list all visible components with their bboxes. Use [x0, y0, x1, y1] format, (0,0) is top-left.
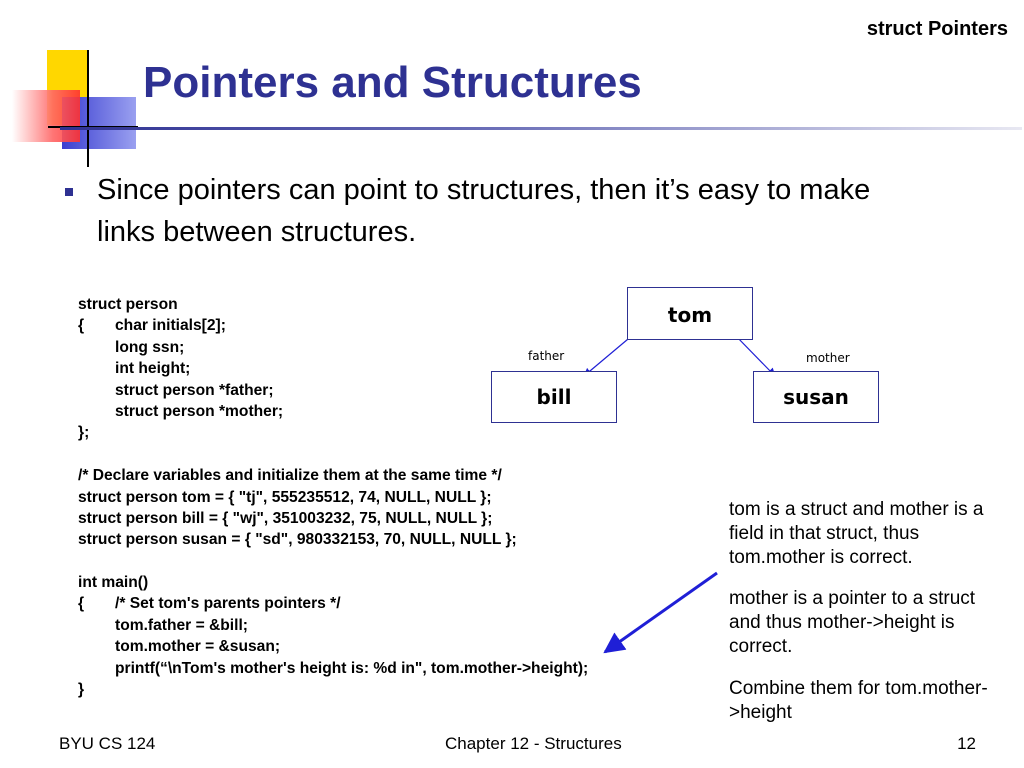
code-text: }: [78, 681, 85, 699]
code-text: int main(): [78, 574, 149, 592]
code-line: struct person *mother;: [78, 401, 738, 422]
code-text: tom.mother = &susan;: [115, 638, 281, 656]
code-line: printf(“\nTom's mother's height is: %d i…: [78, 658, 738, 679]
code-line: };: [78, 422, 738, 443]
code-line: struct person susan = { "sd", 980332153,…: [78, 529, 738, 550]
code-line: [78, 551, 738, 572]
code-line: struct person tom = { "tj", 555235512, 7…: [78, 487, 738, 508]
corner-label: struct Pointers: [866, 18, 1008, 40]
code-text: struct person *mother;: [115, 402, 284, 420]
code-text: struct person: [78, 296, 178, 313]
code-block: struct person { char initials[2]; long ssn;…: [78, 294, 738, 700]
bullet-text: Since pointers can point to structures, …: [97, 174, 871, 248]
footer-chapter: Chapter 12 - Structures: [445, 734, 622, 753]
code-line: /* Declare variables and initialize them…: [78, 465, 738, 486]
code-line: struct person: [78, 294, 738, 315]
mother-arrow: [733, 333, 776, 377]
code-line: { char initials[2];: [78, 315, 738, 336]
code-text: int height;: [115, 360, 191, 378]
code-line: int main(): [78, 572, 738, 593]
code-line: int height;: [78, 358, 738, 379]
code-line: long ssn;: [78, 337, 738, 358]
code-text: char initials[2];: [115, 317, 226, 335]
code-text: tom.father = &bill;: [115, 616, 248, 634]
footer-page-number: 12: [957, 734, 976, 753]
note-mother-height: mother is a pointer to a struct and thus…: [729, 588, 976, 657]
code-text: /* Declare variables and initialize them…: [78, 467, 502, 485]
decorative-squares: [12, 50, 138, 167]
code-text: struct person bill = { "wj", 351003232, …: [78, 509, 493, 527]
code-line: }: [78, 679, 738, 700]
code-line: struct person bill = { "wj", 351003232, …: [78, 508, 738, 529]
footer-course: BYU CS 124: [59, 734, 156, 753]
code-text: struct person tom = { "tj", 555235512, 7…: [78, 488, 492, 506]
code-indent: {: [78, 595, 85, 613]
title-underline: [60, 127, 1022, 130]
slide-title: Pointers and Structures: [143, 58, 642, 107]
code-line: struct person *father;: [78, 380, 738, 401]
code-text: struct person susan = { "sd", 980332153,…: [78, 531, 517, 549]
note-combine: Combine them for tom.mother->height: [729, 678, 988, 723]
edge-label-mother: mother: [806, 351, 850, 365]
code-text: };: [78, 424, 90, 442]
code-text: long ssn;: [115, 338, 185, 356]
node-bill: bill: [491, 371, 617, 423]
code-text: printf(“\nTom's mother's height is: %d i…: [115, 659, 589, 677]
edge-label-father: father: [528, 349, 565, 363]
node-susan: susan: [753, 371, 879, 423]
code-text: struct person *father;: [115, 381, 274, 399]
code-line: tom.father = &bill;: [78, 615, 738, 636]
code-line: tom.mother = &susan;: [78, 636, 738, 657]
node-tom: tom: [627, 287, 753, 340]
bullet-marker: [65, 188, 73, 196]
code-line: { /* Set tom's parents pointers */: [78, 593, 738, 614]
code-text: /* Set tom's parents pointers */: [115, 595, 341, 613]
code-line: [78, 444, 738, 465]
code-indent: {: [78, 317, 85, 335]
note-tom-mother: tom is a struct and mother is a field in…: [729, 499, 984, 568]
